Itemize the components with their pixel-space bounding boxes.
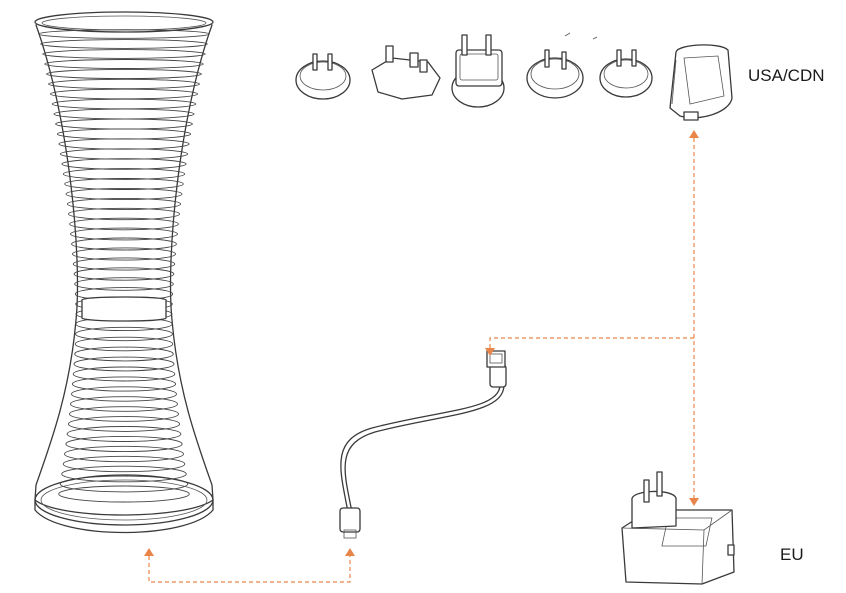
lamp-ring bbox=[53, 108, 195, 120]
lamp-ring bbox=[65, 435, 183, 453]
lamp-ring bbox=[56, 128, 192, 140]
usb-cable bbox=[339, 350, 507, 539]
interchangeable-plug-heads bbox=[295, 34, 653, 108]
lamp-ring bbox=[49, 88, 199, 100]
lamp-ring bbox=[66, 426, 182, 442]
lamp-ring bbox=[69, 217, 179, 231]
decorative-marks bbox=[564, 32, 598, 40]
eu-power-adapter bbox=[621, 471, 735, 585]
lamp-ring bbox=[73, 267, 175, 281]
lamp-ring bbox=[71, 237, 177, 251]
connector-cable-to-adapters bbox=[485, 130, 699, 506]
lamp-ring bbox=[64, 445, 184, 463]
lamp-rings bbox=[38, 29, 210, 503]
label-usa-cdn: USA/CDN bbox=[748, 66, 825, 85]
lamp-ring bbox=[61, 158, 187, 170]
lamp-ring bbox=[75, 326, 173, 342]
plug-head-uk bbox=[371, 45, 441, 100]
lamp-ring bbox=[73, 356, 175, 372]
lamp-ring bbox=[71, 386, 177, 402]
lamp-ring bbox=[44, 59, 204, 69]
lamp-ring bbox=[70, 227, 178, 241]
lamp-ring bbox=[58, 485, 190, 503]
lamp-ring bbox=[74, 277, 174, 291]
lamp-ring bbox=[72, 247, 176, 261]
lamp-ring bbox=[72, 257, 176, 271]
lamp-ring bbox=[55, 118, 193, 130]
lamp-ring bbox=[71, 376, 177, 392]
lamp-ring bbox=[38, 29, 210, 39]
lamp-ring bbox=[66, 197, 182, 211]
label-eu: EU bbox=[780, 545, 804, 564]
lamp-ring bbox=[42, 49, 206, 59]
plug-head-us bbox=[599, 49, 653, 98]
plug-head-au bbox=[295, 53, 351, 100]
lamp-ring bbox=[67, 416, 181, 432]
usa-cdn-power-adapter bbox=[669, 44, 733, 121]
lamp-ring bbox=[62, 168, 186, 180]
lamp-ring bbox=[64, 178, 184, 190]
lamp-ring bbox=[40, 39, 208, 49]
lamp-ring bbox=[68, 207, 180, 221]
connector-lamp-to-cable bbox=[144, 548, 355, 583]
lamp-ring bbox=[65, 187, 183, 201]
lamp-ring bbox=[72, 366, 176, 382]
lamp-ring bbox=[51, 98, 197, 110]
lamp-ring bbox=[48, 78, 200, 90]
lamp bbox=[34, 11, 214, 534]
lamp-ring bbox=[74, 346, 174, 362]
lamp-ring bbox=[69, 406, 179, 422]
plug-head-au-2 bbox=[526, 49, 584, 99]
lamp-ring bbox=[62, 455, 186, 473]
lamp-ring bbox=[46, 68, 202, 80]
lamp-ring bbox=[70, 396, 178, 412]
lamp-ring bbox=[61, 465, 187, 483]
lamp-ring bbox=[59, 148, 189, 160]
lamp-ring bbox=[74, 336, 174, 352]
plug-head-eu bbox=[451, 34, 505, 108]
lamp-ring bbox=[59, 475, 189, 493]
lamp-ring bbox=[58, 138, 190, 150]
